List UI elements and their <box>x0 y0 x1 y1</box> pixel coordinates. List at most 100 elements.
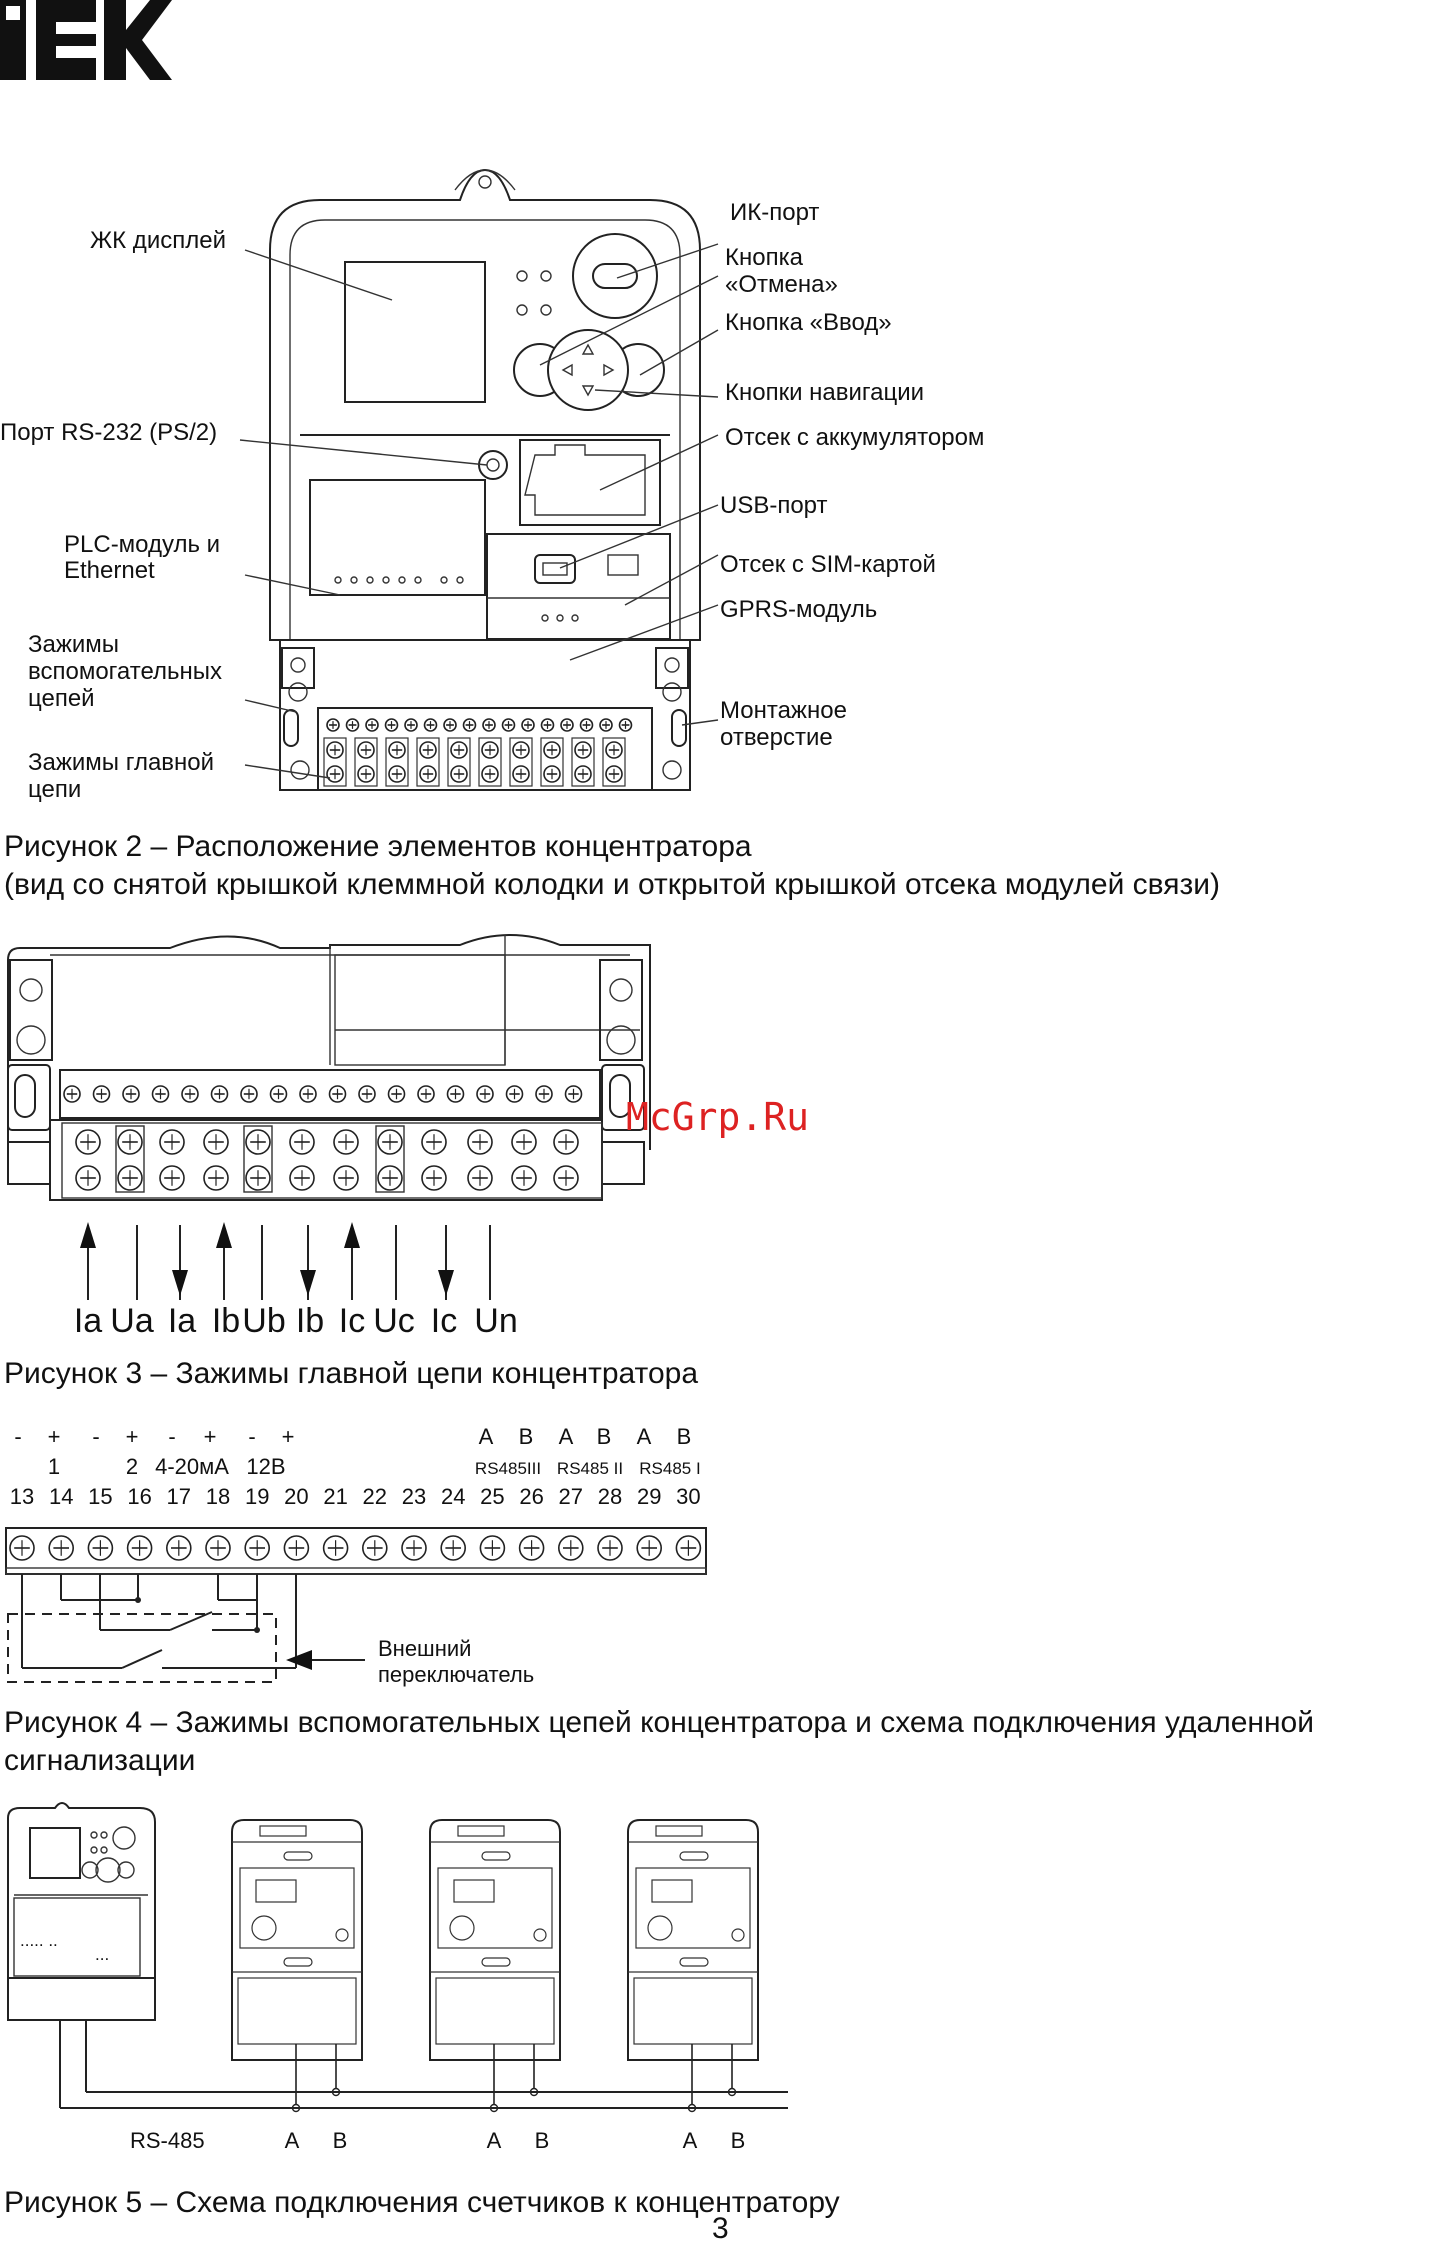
aux-terminal-screw <box>322 1535 349 1561</box>
main-terminal-screw <box>605 741 623 759</box>
bus-line-label: B <box>519 1424 534 1449</box>
label-navigation: Кнопки навигации <box>725 379 924 406</box>
aux-terminal-screw <box>618 718 633 732</box>
main-terminal-screw <box>511 1129 537 1155</box>
label-plc-2: Ethernet <box>64 557 155 584</box>
main-terminal-screw <box>512 765 530 783</box>
rs485-group-label: RS485III <box>475 1459 541 1478</box>
bus-line-label: A <box>683 2128 698 2153</box>
aux-terminal-screw <box>540 718 555 732</box>
aux-terminal-screw <box>299 1085 317 1103</box>
main-terminal-screw <box>421 1129 447 1155</box>
terminal-number-14: 14 <box>49 1484 73 1509</box>
aux-terminal-screw <box>535 1085 553 1103</box>
aux-terminal-screw <box>358 1085 376 1103</box>
figure-3-caption: Рисунок 3 – Зажимы главной цепи концентр… <box>4 1357 698 1390</box>
label-main-1: Зажимы главной <box>28 749 214 776</box>
aux-terminal-screw <box>283 1535 310 1561</box>
aux-terminal-screw <box>505 1085 524 1103</box>
polarity-mark: + <box>48 1424 61 1449</box>
aux-terminal-screw <box>240 1085 258 1103</box>
figure-4-caption-line-2: сигнализации <box>4 1744 195 1777</box>
figure-4-caption-line-1: Рисунок 4 – Зажимы вспомогательных цепей… <box>4 1706 1314 1739</box>
main-terminal-screw <box>574 741 592 759</box>
polarity-mark: + <box>126 1424 139 1449</box>
terminal-number-25: 25 <box>480 1484 504 1509</box>
group-label: 4-20мА <box>155 1454 229 1479</box>
main-terminal-screw <box>419 765 437 783</box>
energy-meter <box>429 1819 561 2113</box>
label-mount-2: отверстие <box>720 724 833 751</box>
main-terminal-screw <box>388 741 406 759</box>
polarity-mark: + <box>204 1424 217 1449</box>
aux-terminal-screw <box>501 718 516 732</box>
aux-terminal-screw <box>417 1085 435 1103</box>
current-direction-arrow <box>80 1222 96 1300</box>
lcd-display <box>344 261 486 403</box>
terminal-number-23: 23 <box>402 1484 426 1509</box>
terminal-number-28: 28 <box>598 1484 622 1509</box>
bus-line-label: B <box>731 2128 746 2153</box>
group-label: 2 <box>126 1454 138 1479</box>
figure-2-caption-line-2: (вид со снятой крышкой клеммной колодки … <box>4 868 1220 901</box>
current-direction-arrow <box>438 1225 454 1300</box>
rs485-group-label: RS485 II <box>557 1459 623 1478</box>
aux-terminals <box>281 647 315 689</box>
main-terminal-screw <box>481 741 499 759</box>
terminal-label-ub: Ub <box>242 1302 285 1340</box>
main-terminal-screw <box>553 1165 579 1191</box>
label-battery: Отсек с аккумулятором <box>725 424 984 451</box>
main-terminal-screw <box>333 1165 359 1191</box>
group-label: 12В <box>246 1454 285 1479</box>
ir-port <box>572 233 658 319</box>
terminal-label-ua: Ua <box>110 1302 154 1340</box>
terminal-label-ia: Ia <box>74 1302 102 1340</box>
main-terminal-screw <box>511 1165 537 1191</box>
main-terminal-screw <box>377 1129 403 1155</box>
current-direction-arrow <box>300 1225 316 1300</box>
aux-terminal-screw <box>361 1535 388 1561</box>
aux-terminal-screw <box>244 1535 271 1561</box>
polarity-mark: + <box>282 1424 295 1449</box>
terminal-number-19: 19 <box>245 1484 269 1509</box>
rs485-group-label: RS485 I <box>639 1459 700 1478</box>
terminal-label-un: Un <box>474 1302 517 1340</box>
label-rs232: Порт RS-232 (PS/2) <box>0 419 217 446</box>
label-aux-1: Зажимы <box>28 631 119 658</box>
main-terminal-screw <box>159 1129 185 1155</box>
gprs-module <box>486 533 671 640</box>
main-terminal-screw <box>245 1129 271 1155</box>
figure-2-device-layout: ЖК дисплей ИК-порт Кнопка «Отмена» Кнопк… <box>0 168 984 803</box>
bus-line-label: B <box>597 1424 612 1449</box>
terminal-number-20: 20 <box>284 1484 308 1509</box>
iek-logo <box>0 0 172 80</box>
aux-terminal-screw <box>518 1535 545 1561</box>
current-direction-arrow <box>216 1222 232 1300</box>
main-terminal-screw <box>289 1129 315 1155</box>
aux-terminal-screw <box>384 718 399 732</box>
polarity-mark: - <box>248 1424 255 1449</box>
svg-text:...: ... <box>95 1945 109 1964</box>
terminal-label-ib: Ib <box>212 1302 240 1340</box>
aux-terminal-screw <box>48 1535 75 1561</box>
terminal-number-15: 15 <box>88 1484 112 1509</box>
label-gprs: GPRS-модуль <box>720 596 877 623</box>
aux-terminal-screw <box>675 1535 702 1561</box>
main-terminal-screw <box>512 741 530 759</box>
aux-terminal-screw <box>181 1085 199 1103</box>
rs232-port <box>478 450 508 480</box>
main-terminal-screw <box>75 1165 101 1191</box>
page-number: 3 <box>712 2212 729 2242</box>
terminal-number-22: 22 <box>363 1484 387 1509</box>
label-plc-1: PLC-модуль и <box>64 531 220 558</box>
aux-terminal-screw <box>345 718 360 732</box>
energy-meter <box>627 1819 759 2113</box>
main-terminal-screw <box>289 1165 315 1191</box>
terminal-number-17: 17 <box>167 1484 191 1509</box>
main-terminal-screw <box>326 741 344 759</box>
label-aux-3: цепей <box>28 685 95 712</box>
